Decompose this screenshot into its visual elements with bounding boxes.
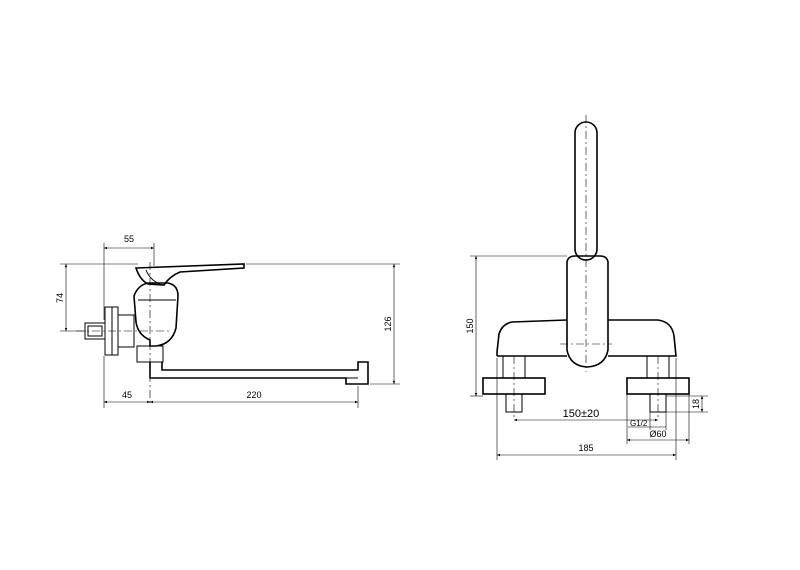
dim-spacing-label: 150±20 xyxy=(563,408,600,420)
dim-nipple-label: 18 xyxy=(691,399,701,409)
dim-height-left-label: 74 xyxy=(55,293,65,303)
mixer-body-front xyxy=(566,255,609,368)
lever-handle xyxy=(134,263,245,286)
side-view: 55 74 126 45 220 xyxy=(55,234,400,408)
dim-flange-dia-label: Ø60 xyxy=(649,429,666,439)
dim-bottom-left-label: 45 xyxy=(122,390,132,400)
front-view: 150 150±20 G1/2 Ø60 18 185 xyxy=(465,115,708,460)
spout xyxy=(149,361,369,385)
dim-height-label: 150 xyxy=(465,318,475,333)
dim-bottom-right-label: 220 xyxy=(246,390,261,400)
mixer-body xyxy=(133,282,179,347)
mixer-bar-front xyxy=(496,319,677,357)
dim-thread-label: G1/2 xyxy=(630,419,648,428)
dim-height-right-label: 126 xyxy=(383,316,393,331)
connector-nut xyxy=(117,314,135,348)
dim-width-label: 185 xyxy=(578,443,593,453)
dim-top-label: 55 xyxy=(124,234,134,244)
